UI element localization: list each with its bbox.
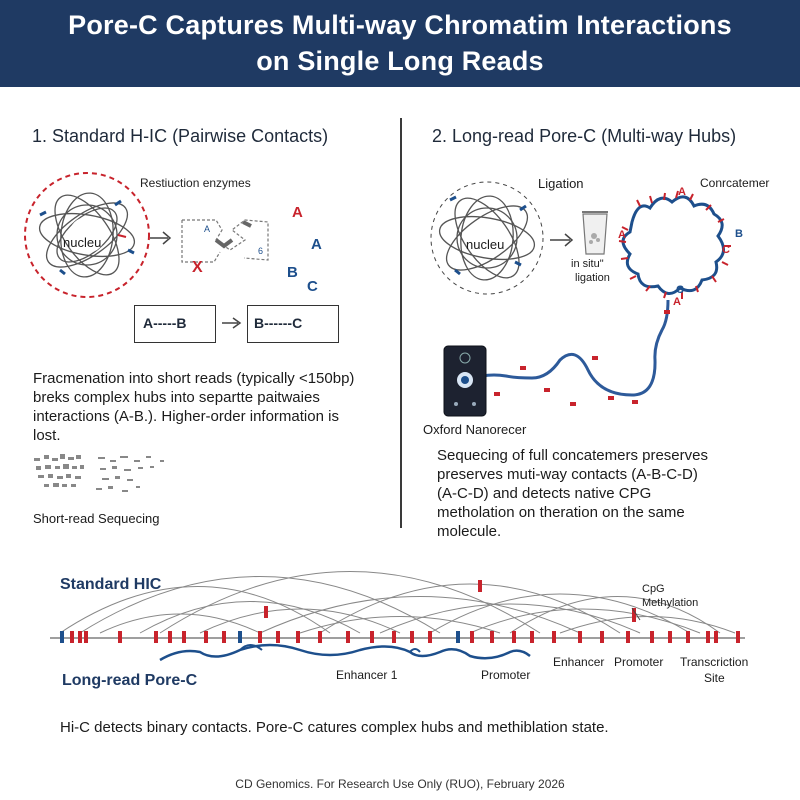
left-desc-line-3: interactions (A-B.). Higher-order inform… xyxy=(33,408,339,425)
enzymes-label: Restiuction enzymes xyxy=(140,176,251,190)
letter-c: C xyxy=(307,278,318,295)
fragments-icon xyxy=(181,219,269,263)
standard-hic-label: Standard HIC xyxy=(60,576,162,593)
hic-arcs xyxy=(59,571,736,634)
insitu-label-1: in situ" xyxy=(571,258,604,270)
long-read-label: Long-read Pore-C xyxy=(62,672,198,689)
fragment-label-b: 6 xyxy=(258,246,264,256)
panel-divider xyxy=(400,118,402,528)
fragment-label-a: A xyxy=(204,224,211,234)
x-mark: X xyxy=(192,259,203,276)
nanopore-device-icon xyxy=(443,345,487,417)
right-panel-title: 2. Long-read Pore-C (Multi-way Hubs) xyxy=(432,126,737,146)
pair-box-2-label: B------C xyxy=(254,315,303,331)
concatemer-ring-icon xyxy=(618,190,731,299)
ring-letter-c-right: C xyxy=(722,244,730,256)
long-read-strand xyxy=(481,299,670,397)
title-line-2: on Single Long Reads xyxy=(256,46,544,76)
genome-loci-red xyxy=(70,580,740,643)
tube-icon xyxy=(582,211,608,255)
enhancer-2-label: Enhancer xyxy=(553,655,605,669)
promoter-label-2: Promoter xyxy=(614,655,664,669)
pore-c-read xyxy=(159,643,531,662)
methylation-marks xyxy=(494,310,670,406)
right-nucleus-label: nucleu xyxy=(466,237,505,252)
right-desc-line-5: molecule. xyxy=(437,523,502,540)
cpg-pointer xyxy=(631,607,641,621)
ligation-label: Ligation xyxy=(538,176,584,191)
pair-box-1: A-----B xyxy=(134,305,216,343)
arrow-to-tube xyxy=(550,233,574,247)
right-desc-line-1: Sequecing of full concatemers preserves xyxy=(437,447,708,464)
cpg-label-1: CpG xyxy=(642,583,665,595)
ring-letter-a-left: A xyxy=(618,229,626,241)
enhancer-1-label: Enhancer 1 xyxy=(336,668,398,682)
device-label: Oxford Nanorecer xyxy=(423,422,527,437)
concatemer-label: Conrcatemer xyxy=(700,176,770,190)
short-read-label: Short-read Sequecing xyxy=(33,511,160,526)
left-desc-line-1: Fracmenation into short reads (typically… xyxy=(33,370,355,387)
ring-letter-a-bottom: A xyxy=(673,296,681,308)
tss-label-1: Transcriction xyxy=(680,655,749,669)
right-nucleus-icon xyxy=(430,181,544,295)
right-desc-line-2: preserves muti-way contacts (A-B-C-D) xyxy=(437,466,698,483)
box-arrow xyxy=(222,317,242,329)
footer-text: CD Genomics. For Research Use Only (RUO)… xyxy=(235,777,565,791)
left-nucleus-icon xyxy=(24,172,150,298)
title-banner: Pore-C Captures Multi-way Chromatim Inte… xyxy=(0,0,800,87)
ring-letter-c-bottom: C xyxy=(676,284,684,296)
left-desc-line-2: breks complex hubs into separtte paitwai… xyxy=(33,389,320,406)
left-panel-title: 1. Standard H-IC (Pairwise Contacts) xyxy=(32,126,329,146)
title-line-1: Pore-C Captures Multi-way Chromatim Inte… xyxy=(68,10,732,40)
ring-letter-a-top: A xyxy=(678,186,686,198)
left-nucleus-label: nucleu xyxy=(63,235,102,250)
left-desc-line-4: lost. xyxy=(33,427,61,444)
genome-loci-blue xyxy=(60,631,460,643)
right-desc-line-4: metholation on theration on the same xyxy=(437,504,685,521)
insitu-label-2: ligation xyxy=(575,272,610,284)
letter-b: B xyxy=(287,264,298,281)
ring-letter-b: B xyxy=(735,228,743,240)
short-reads-icon xyxy=(34,454,164,492)
cpg-label-2: Methylation xyxy=(642,597,699,609)
pair-box-1-label: A-----B xyxy=(143,315,187,331)
letter-a-blue: A xyxy=(311,236,322,253)
promoter-label-1: Promoter xyxy=(481,668,531,682)
letter-a-red: A xyxy=(292,204,303,221)
summary-text: Hi-C detects binary contacts. Pore-C cat… xyxy=(60,719,609,736)
arrow-to-fragments xyxy=(150,231,172,245)
right-desc-line-3: (A-C-D) and detects native CPG xyxy=(437,485,652,502)
pair-box-2: B------C xyxy=(247,305,339,343)
tss-label-2: Site xyxy=(704,671,725,685)
